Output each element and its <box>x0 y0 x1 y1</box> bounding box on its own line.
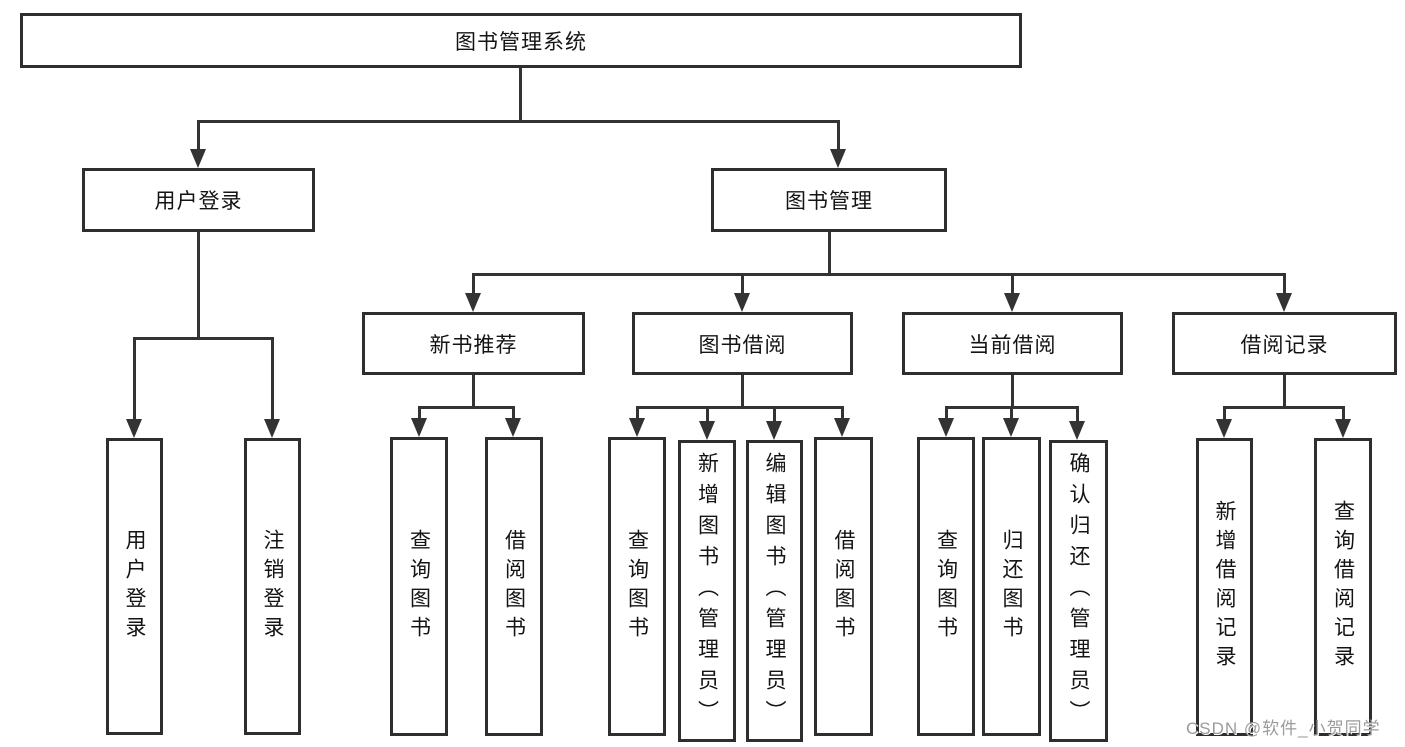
connector-leaf-user-login-drop <box>133 337 136 419</box>
node-label: 图书借阅 <box>698 333 787 357</box>
connector-borrow-record-horizontal <box>1223 406 1345 409</box>
node-borrow-record: 借阅记录 <box>1172 312 1397 375</box>
arrowhead-add-book <box>699 421 715 440</box>
node-label: 图书管理系统 <box>455 30 587 54</box>
leaf-add-book-admin: 新增图书（管理员） <box>678 440 736 742</box>
arrowhead-query-book-a <box>411 418 427 437</box>
connector-drop <box>773 406 776 421</box>
leaf-label: 归还图书 <box>1000 528 1023 645</box>
node-label: 当前借阅 <box>968 333 1057 357</box>
csdn-watermark: CSDN @软件_小贺同学 <box>1186 719 1381 738</box>
leaf-label: 确认归还（管理员） <box>1067 451 1090 731</box>
connector-drop <box>1342 406 1345 420</box>
node-new-book-recommend: 新书推荐 <box>362 312 585 375</box>
leaf-add-borrow-record: 新增借阅记录 <box>1196 438 1253 736</box>
node-label: 新书推荐 <box>429 333 518 357</box>
connector-new-book-drop <box>472 273 475 293</box>
leaf-query-book-recommend: 查询图书 <box>390 437 448 736</box>
arrowhead-borrow-book-b <box>834 418 850 437</box>
leaf-label: 借阅图书 <box>502 528 526 645</box>
leaf-user-login: 用户登录 <box>106 438 163 735</box>
arrowhead-query-borrow-record <box>1335 419 1351 438</box>
leaf-label: 注销登录 <box>261 528 284 645</box>
connector-leaf-logout-drop <box>271 337 274 419</box>
connector-root-stem <box>519 68 522 120</box>
connector-book-borrow-drop <box>741 273 744 293</box>
node-book-borrow: 图书借阅 <box>632 312 853 375</box>
node-label: 图书管理 <box>785 190 873 213</box>
connector-drop <box>512 406 515 419</box>
connector-drop <box>1223 406 1226 420</box>
leaf-borrow-book-recommend: 借阅图书 <box>485 437 543 736</box>
connector-book-management-stem <box>828 232 831 273</box>
connector-borrow-record-stem <box>1283 375 1286 409</box>
node-label: 借阅记录 <box>1240 333 1329 357</box>
arrowhead-user-login <box>190 149 206 168</box>
leaf-query-borrow-record: 查询借阅记录 <box>1314 438 1372 736</box>
leaf-label: 编辑图书（管理员） <box>763 451 786 731</box>
arrowhead-current-borrow <box>1004 293 1020 312</box>
connector-drop <box>418 406 421 419</box>
connector-book-borrow-horizontal <box>636 406 844 409</box>
arrowhead-return-book <box>1003 418 1019 437</box>
leaf-label: 查询图书 <box>934 528 958 645</box>
connector-book-borrow-stem <box>741 375 744 409</box>
connector-level3-horizontal <box>472 273 1284 276</box>
connector-level2-horizontal <box>198 120 840 123</box>
arrowhead-borrow-record <box>1276 293 1292 312</box>
connector-drop <box>1010 406 1013 419</box>
connector-current-borrow-drop <box>1011 273 1014 293</box>
connector-current-borrow-stem <box>1011 375 1014 409</box>
arrowhead-book-borrow <box>734 293 750 312</box>
arrowhead-query-book-c <box>938 418 954 437</box>
connector-book-management-drop <box>837 120 840 149</box>
arrowhead-leaf-user-login <box>126 419 142 438</box>
connector-borrow-record-drop <box>1283 273 1286 293</box>
leaf-label: 查询图书 <box>625 528 649 645</box>
arrowhead-leaf-logout <box>264 419 280 438</box>
connector-user-login-drop <box>197 120 200 149</box>
leaf-label: 新增图书（管理员） <box>695 451 719 731</box>
leaf-label: 用户登录 <box>123 528 146 645</box>
connector-user-login-stem <box>197 232 200 337</box>
arrowhead-query-book-b <box>629 418 645 437</box>
leaf-label: 借阅图书 <box>832 528 855 645</box>
arrowhead-confirm-return <box>1069 421 1085 440</box>
leaf-edit-book-admin: 编辑图书（管理员） <box>746 440 803 742</box>
connector-new-book-stem <box>472 375 475 409</box>
node-label: 用户登录 <box>154 190 243 213</box>
leaf-query-book-borrow: 查询图书 <box>608 437 666 736</box>
connector-drop <box>706 406 709 421</box>
leaf-logout: 注销登录 <box>244 438 301 735</box>
leaf-confirm-return-admin: 确认归还（管理员） <box>1049 440 1108 742</box>
connector-drop <box>636 406 639 419</box>
arrowhead-borrow-book-a <box>505 418 521 437</box>
leaf-label: 查询借阅记录 <box>1331 500 1355 674</box>
leaf-return-book: 归还图书 <box>982 437 1041 736</box>
node-user-login: 用户登录 <box>82 168 315 232</box>
arrowhead-book-management <box>830 149 846 168</box>
arrowhead-new-book <box>465 293 481 312</box>
connector-drop <box>1076 406 1079 421</box>
leaf-label: 查询图书 <box>407 528 431 645</box>
node-current-borrow: 当前借阅 <box>902 312 1123 375</box>
connector-new-book-horizontal <box>418 406 515 409</box>
node-book-management: 图书管理 <box>711 168 947 232</box>
leaf-query-book-current: 查询图书 <box>917 437 975 736</box>
connector-drop <box>945 406 948 419</box>
arrowhead-add-borrow-record <box>1216 419 1232 438</box>
arrowhead-edit-book <box>766 421 782 440</box>
leaf-borrow-book: 借阅图书 <box>814 437 873 736</box>
connector-user-login-horizontal <box>133 337 274 340</box>
connector-drop <box>841 406 844 419</box>
node-library-management-system: 图书管理系统 <box>20 13 1022 68</box>
leaf-label: 新增借阅记录 <box>1213 500 1236 674</box>
